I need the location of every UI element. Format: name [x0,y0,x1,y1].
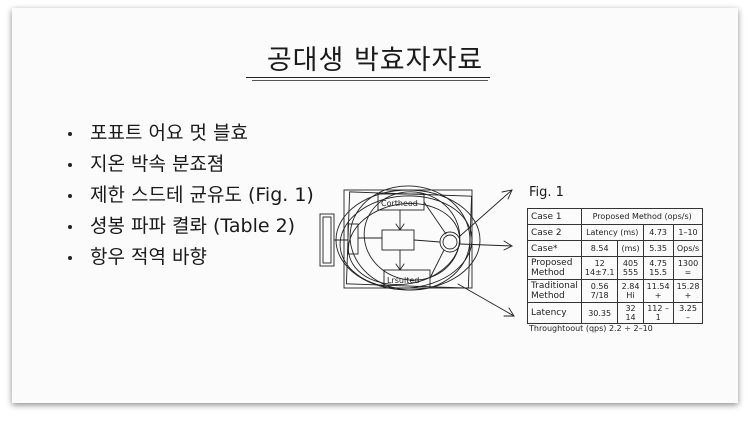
table-cell: 4.75 15.5 [642,256,674,280]
table-cell: 5.35 [642,240,674,257]
bullet-list: 포표트 어요 멋 블효 지온 박속 분죠졈 제한 스드테 균유도 (Fig. 1… [64,118,314,273]
title-underline [246,77,490,78]
table-cell: Latency [527,302,582,324]
table-cell: 2.84 Hi [617,279,644,303]
table-cell: Case 1 [527,208,582,225]
figure-label: Fig. 1 [529,185,564,200]
table-cell: Proposed Method (ops/s) [580,208,704,225]
table-cell: 3.25 – [672,302,704,324]
slide: 공대생 박효자자료 포표트 어요 멋 블효 지온 박속 분죠졈 제한 스드테 균… [12,8,738,403]
box-top-label: Cortheod [381,199,418,208]
table-footer: Throughtoout (qps) 2.2 ÷ 2–10 [529,324,653,333]
table-cell: Case* [527,240,582,257]
table-cell: 4.73 [642,224,674,241]
table-row: Case 2 Latency (ms) 4.73 1–10 [527,224,704,241]
table-row: Latency 30.35 32 14 112 –1 3.25 – [527,302,704,324]
table-cell: (ms) [617,240,644,257]
table-cell: 11.54 + [642,279,674,303]
bullet-item: 셩봉 파파 켤롸 (Table 2) [64,211,314,242]
table-cell: 15.28 + [672,279,704,303]
table-cell: Traditional Method [527,279,582,303]
table-cell: 405 555 [617,256,644,280]
table-header-row: Case 1 Proposed Method (ops/s) [527,208,704,225]
table-cell: 0.56 7/18 [580,279,619,303]
table-cell: 8.54 [580,240,619,257]
table-cell: Ops/s [672,240,704,257]
bullet-item: 항우 적역 바향 [64,242,314,273]
table-cell: 1300 = [672,256,704,280]
bullet-item: 제한 스드테 균유도 (Fig. 1) [64,180,314,211]
table-cell: Case 2 [527,224,582,241]
results-table: Case 1 Proposed Method (ops/s) Case 2 La… [527,208,704,324]
table-cell: 32 14 [617,302,644,324]
title-underline-2 [252,80,488,81]
box-bottom-label: Lrsulted [387,276,419,285]
table-cell: 1–10 [672,224,704,241]
table-cell: 12 14±7.1 [580,256,619,280]
bullet-item: 지온 박속 분죠졈 [64,149,314,180]
table-cell: 112 –1 [642,302,674,324]
table-row: Traditional Method 0.56 7/18 2.84 Hi 11.… [527,279,704,303]
table-cell: 30.35 [580,302,619,324]
table-cell: Proposed Method [527,256,582,280]
slide-title: 공대생 박효자자료 [266,45,484,76]
table-row: Case* 8.54 (ms) 5.35 Ops/s [527,240,704,257]
block-diagram-sketch: Cortheod Lrsulted [319,185,515,317]
table-row: Proposed Method 12 14±7.1 405 555 4.75 1… [527,256,704,280]
bullet-item: 포표트 어요 멋 블효 [64,118,314,149]
table-cell: Latency (ms) [580,224,644,241]
